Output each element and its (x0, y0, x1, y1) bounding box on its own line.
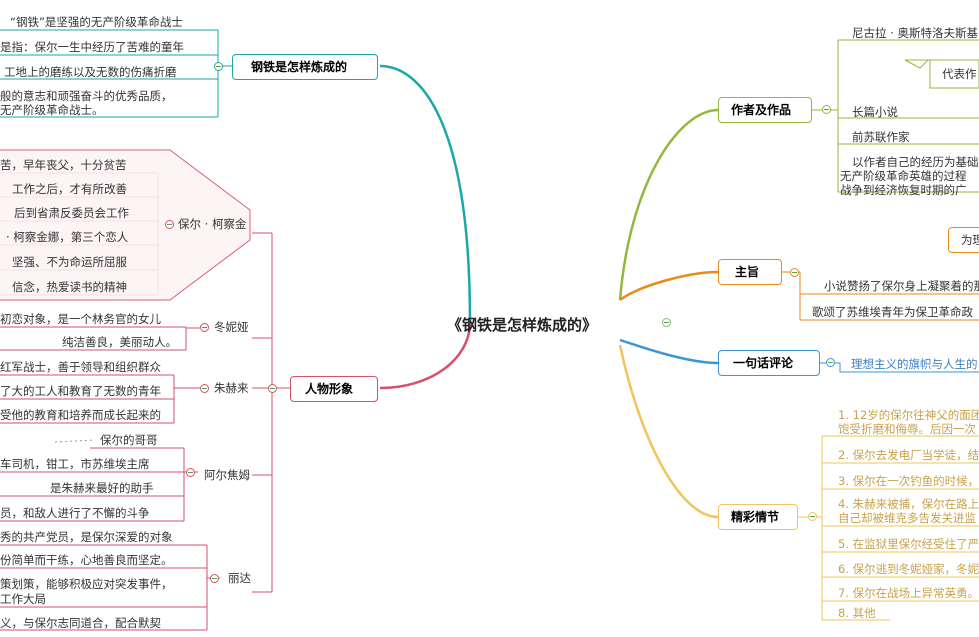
wire-author (618, 108, 719, 301)
theme-callout-box: 为理 (948, 227, 979, 253)
plot-item-8: 8. 其他 (838, 606, 876, 620)
pavel-item-2: 工作之后，才有所改善 (12, 182, 127, 196)
branch-theme-node[interactable]: 主旨 (718, 259, 782, 285)
zhukhrai-item-2: 了大的工人和教育了无数的青年 (0, 384, 161, 398)
branch-theme-label: 主旨 (735, 265, 760, 279)
title-item-4: 般的意志和顽强奋斗的优秀品质， (0, 89, 173, 103)
collapse-rita-icon[interactable] (210, 574, 219, 583)
branch-title-label: 钢铁是怎样炼成的 (251, 60, 348, 74)
pavel-node[interactable]: 保尔 · 柯察金 (178, 217, 247, 231)
artyom-item-3: 是朱赫来最好的助手 (50, 481, 154, 495)
tonya-node[interactable]: 冬妮娅 (214, 320, 249, 334)
rita-item-3: 策划策，能够积极应对突发事件， (0, 577, 173, 591)
plot-item-6: 6. 保尔逃到冬妮娅家，冬妮 (838, 562, 979, 576)
title-item-3: 工地上的磨练以及无数的伤痛折磨 (4, 65, 177, 79)
author-item-5: 无产阶级革命英雄的过程 (840, 169, 967, 183)
artyom-item-4: 员，和敌人进行了不懈的斗争 (0, 506, 150, 520)
title-item-5: 无产阶级革命战士。 (0, 103, 104, 117)
author-item-6: 战争到经济恢复时期的广 (840, 183, 967, 197)
plot-item-4: 4. 朱赫来被捕，保尔在路上 (838, 497, 979, 511)
rita-node[interactable]: 丽达 (228, 571, 251, 585)
plot-item-4b: 自己却被维克多告发关进监 (838, 511, 976, 525)
plot-item-5: 5. 在监狱里保尔经受住了严 (838, 537, 979, 551)
branch-author-node[interactable]: 作者及作品 (718, 97, 812, 123)
theme-item-1: 小说赞扬了保尔身上凝聚着的那 (824, 279, 979, 293)
branch-plots-node[interactable]: 精彩情节 (718, 504, 798, 530)
comment-item-1: 理想主义的旗帜与人生的 (851, 357, 978, 371)
theme-item-2: 歌颂了苏维埃青年为保卫革命政 (812, 305, 973, 319)
branch-plots-label: 精彩情节 (731, 510, 780, 524)
branch-characters-node[interactable]: 人物形象 (290, 376, 378, 402)
wire-title-branch (379, 64, 472, 323)
collapse-theme-icon[interactable] (790, 268, 799, 277)
artyom-node[interactable]: 阿尔焦姆 (204, 468, 250, 482)
tonya-item-2: 纯洁善良，美丽动人。 (62, 335, 177, 349)
zhukhrai-item-1: 红军战士，善于领导和组织群众 (0, 360, 161, 374)
theme-callout: 为理 (961, 233, 979, 247)
pavel-item-3: 后到省肃反委员会工作 (14, 206, 129, 220)
collapse-pavel-icon[interactable] (165, 220, 174, 229)
pavel-item-4: · 柯察金娜，第三个恋人 (6, 230, 129, 244)
central-topic[interactable]: 《钢铁是怎样炼成的》 (447, 316, 598, 334)
collapse-title-icon[interactable] (214, 62, 223, 71)
collapse-center-icon[interactable] (662, 318, 671, 327)
zhukhrai-node[interactable]: 朱赫来 (214, 381, 249, 395)
title-item-2: 是指：保尔一生中经历了苦难的童年 (0, 40, 184, 54)
wire-theme (619, 270, 719, 302)
author-item-4: 以作者自己的经历为基础 (852, 155, 979, 169)
branch-comment-label: 一句话评论 (733, 356, 794, 370)
rita-item-4: 工作大局 (0, 592, 46, 606)
wire-characters (379, 321, 472, 390)
author-item-3: 前苏联作家 (852, 130, 910, 144)
pavel-summary-bracket (0, 149, 251, 301)
plot-item-2: 2. 保尔去发电厂当学徒，结 (838, 448, 979, 462)
rita-item-2: 份简单而干练，心地善良而坚定。 (0, 553, 173, 567)
branch-author-label: 作者及作品 (731, 103, 792, 117)
branch-title-node[interactable]: 钢铁是怎样炼成的 (232, 54, 378, 80)
plot-item-7: 7. 保尔在战场上异常英勇。 (838, 586, 979, 600)
branch-comment-node[interactable]: 一句话评论 (718, 350, 820, 376)
title-item-1: “钢铁”是坚强的无产阶级革命战士 (10, 15, 183, 29)
wire-comment (619, 338, 719, 365)
author-item-1: 尼古拉 · 奥斯特洛夫斯基 (852, 26, 978, 40)
artyom-item-2: 车司机，钳工，市苏维埃主席 (0, 457, 150, 471)
rita-item-1: 秀的共产党员，是保尔深爱的对象 (0, 530, 173, 544)
collapse-characters-icon[interactable] (268, 384, 277, 393)
pavel-item-5: 坚强、不为命运所屈服 (12, 255, 127, 269)
wire-plots (618, 344, 719, 519)
author-callout: 代表作 (942, 67, 977, 81)
plot-item-1: 1. 12岁的保尔往神父的面团 (838, 408, 979, 422)
tonya-item-1: 初恋对象，是一个林务官的女儿 (0, 312, 161, 326)
pavel-item-6: 信念，热爱读书的精神 (12, 280, 127, 294)
collapse-zhukhrai-icon[interactable] (200, 384, 209, 393)
pavel-item-1: 苦，早年丧父，十分贫苦 (0, 158, 127, 172)
collapse-comment-icon[interactable] (826, 358, 835, 367)
plot-item-1b: 饱受折磨和侮辱。后因一次 (838, 422, 976, 436)
rita-item-5: 义，与保尔志同道合，配合默契 (0, 616, 161, 630)
collapse-tonya-icon[interactable] (200, 323, 209, 332)
collapse-artyom-icon[interactable] (186, 468, 195, 477)
collapse-author-icon[interactable] (822, 105, 831, 114)
branch-characters-label: 人物形象 (305, 382, 354, 396)
author-callout-bubble (904, 59, 979, 89)
plot-item-3: 3. 保尔在一次钓鱼的时候， (838, 474, 979, 488)
artyom-item-1: 保尔的哥哥 (100, 433, 158, 447)
author-item-2: 长篇小说 (852, 105, 898, 119)
zhukhrai-item-3: 受他的教育和培养而成长起来的 (0, 408, 161, 422)
collapse-plots-icon[interactable] (808, 512, 817, 521)
